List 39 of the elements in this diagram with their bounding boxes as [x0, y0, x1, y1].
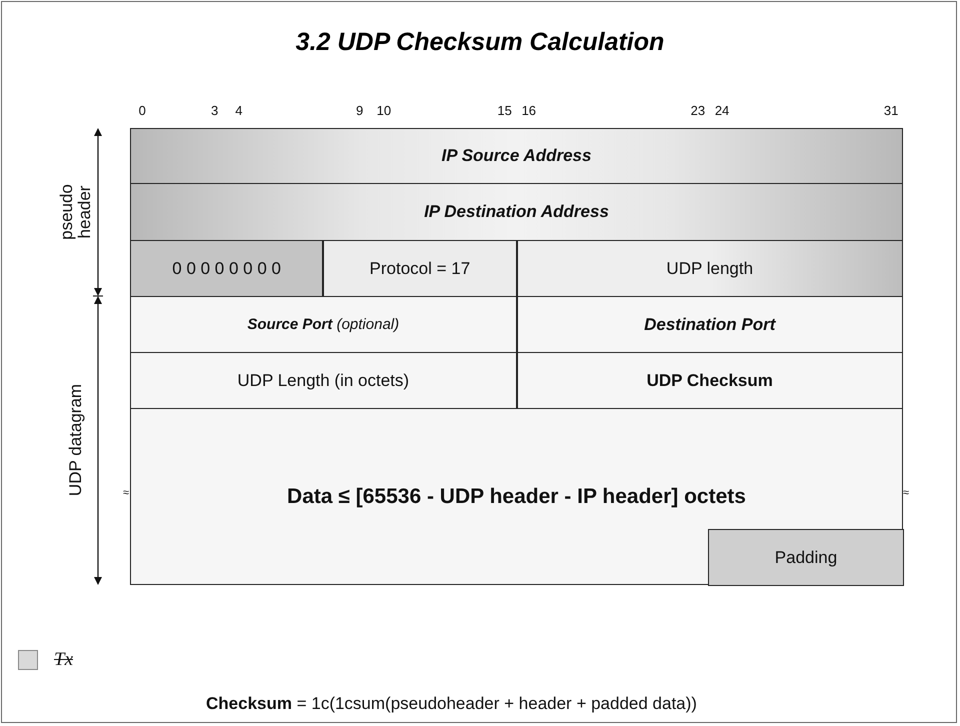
bit-number: 15: [497, 103, 512, 118]
field-box: [130, 240, 324, 297]
field-label: Protocol = 17: [370, 258, 470, 278]
field-label: Destination Port: [644, 314, 776, 334]
field-box: [130, 296, 516, 353]
bit-number: 31: [884, 103, 898, 118]
break-mark: ≈: [903, 487, 910, 499]
field-label: IP Destination Address: [424, 202, 609, 222]
bit-number: 3: [211, 103, 218, 118]
bit-number: 16: [522, 103, 536, 118]
field-label: IP Source Address: [442, 146, 592, 166]
field-box: [516, 352, 903, 409]
field-box: [130, 352, 516, 409]
formula: Checksum = 1c(1csum(pseudoheader + header + padded data)): [206, 694, 697, 714]
field-box: [516, 296, 903, 353]
bit-number: 9: [356, 103, 364, 118]
field-box: [130, 183, 903, 241]
bracket-label: UDP datagram: [66, 384, 86, 496]
field-label: Padding: [774, 548, 838, 568]
legend-label: Tx: [54, 649, 73, 671]
field-label: 0 0 0 0 0 0 0 0: [172, 258, 281, 278]
bracket-label: pseudo header: [58, 183, 94, 242]
field-box: [323, 240, 516, 297]
padding-box: [708, 529, 904, 586]
bit-number: 23: [690, 103, 706, 118]
bit-number: 4: [235, 103, 242, 118]
field-label: UDP Length (in octets): [237, 370, 410, 390]
field-label: Source Port (optional): [247, 316, 400, 333]
field-box: [516, 240, 903, 297]
field-label: Data ≤ [65536 - UDP header - IP header] octets: [287, 484, 746, 508]
title: 3.2 UDP Checksum Calculation: [294, 28, 666, 57]
bit-number: 0: [138, 103, 146, 118]
bit-number: 24: [714, 103, 730, 118]
field-label: UDP length: [666, 258, 754, 278]
bit-number: 10: [376, 103, 392, 118]
break-mark: ≈: [123, 487, 130, 499]
field-label: UDP Checksum: [646, 370, 773, 390]
field-box: [130, 128, 903, 184]
data-field-box: [130, 408, 903, 585]
